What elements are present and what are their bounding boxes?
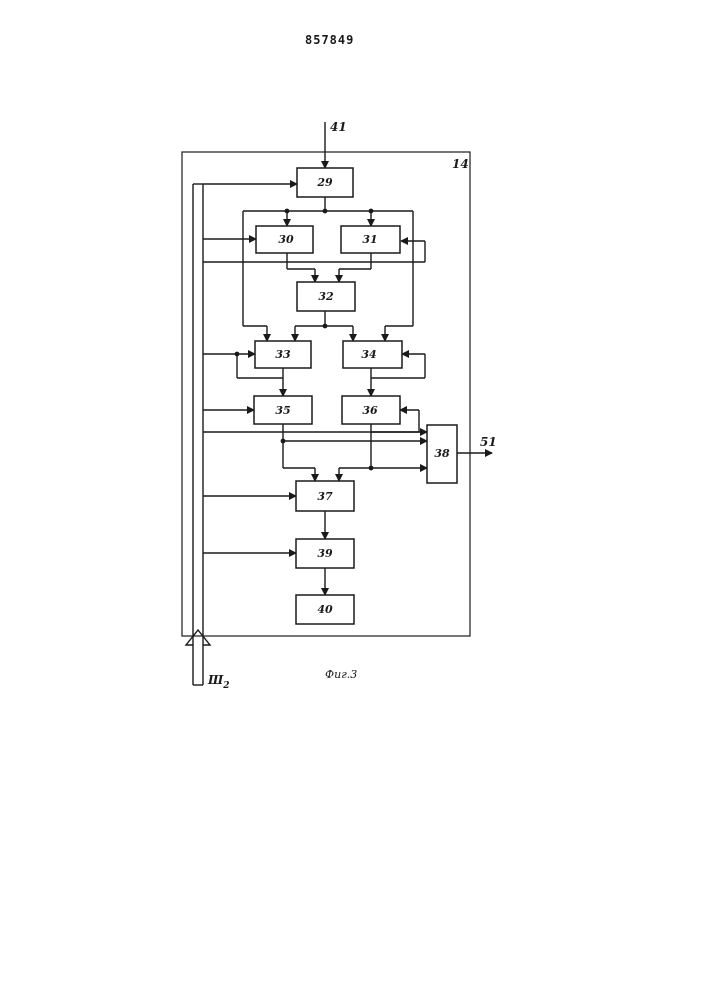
block-33-label: 33 — [275, 348, 291, 361]
block-36: 36 — [342, 396, 400, 424]
block-31-label: 31 — [362, 233, 377, 246]
block-29: 29 — [297, 168, 353, 197]
block-33: 33 — [255, 341, 311, 368]
block-40: 40 — [296, 595, 354, 624]
block-35: 35 — [254, 396, 312, 424]
block-35-label: 35 — [275, 404, 290, 417]
figure-caption: Фиг.3 — [325, 668, 357, 681]
block-39: 39 — [296, 539, 354, 568]
input-label: 41 — [330, 120, 347, 134]
unit-label: 14 — [452, 157, 469, 171]
block-31: 31 — [341, 226, 400, 253]
block-38-label: 38 — [434, 447, 450, 460]
bus-label: Ш2 — [207, 673, 229, 691]
block-34-label: 34 — [361, 348, 376, 361]
block-34: 34 — [343, 341, 402, 368]
block-29-label: 29 — [316, 176, 333, 189]
block-38: 38 — [427, 425, 457, 483]
block-30: 30 — [256, 226, 313, 253]
block-32: 32 — [297, 282, 355, 311]
document-number: 857849 — [305, 33, 354, 47]
bus-label-subscript: 2 — [222, 681, 229, 691]
block-39-label: 39 — [317, 547, 333, 560]
block-37-label: 37 — [317, 490, 333, 503]
output-label: 51 — [480, 435, 497, 449]
block-32-label: 32 — [318, 290, 334, 303]
block-40-label: 40 — [317, 603, 333, 616]
block-36-label: 36 — [362, 404, 378, 417]
bus-sh2 — [186, 184, 210, 685]
block-37: 37 — [296, 481, 354, 511]
block-30-label: 30 — [278, 233, 294, 246]
